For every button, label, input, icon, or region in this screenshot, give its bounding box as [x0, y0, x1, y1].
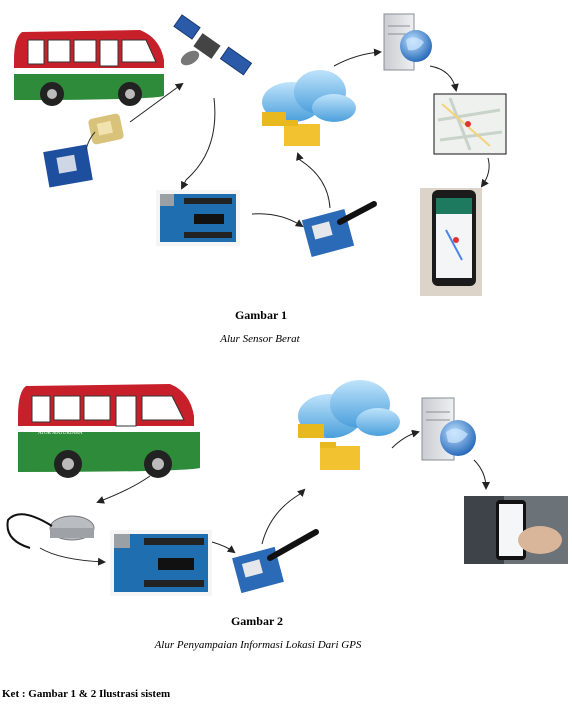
arduino-board-2	[110, 530, 212, 596]
bus-1: ATOR MATUKINHA	[14, 30, 164, 106]
server-icon-1	[383, 13, 432, 71]
smartphone-map-image	[420, 188, 482, 296]
server-icon-2	[421, 397, 476, 461]
figure-1-title: Gambar 1	[234, 308, 288, 322]
cloud-folder-icon-1	[262, 70, 356, 146]
figure-note: Ket : Gambar 1 & 2 Ilustrasi sistem	[2, 688, 171, 700]
figure-2-title: Gambar 2	[230, 614, 284, 628]
map-image	[433, 93, 507, 155]
bus-2: ATOR MATUKINHA	[18, 384, 200, 478]
gps-module-1	[43, 113, 124, 188]
cloud-folder-icon-2	[298, 380, 400, 470]
bus-1-label: ATOR MATUKINHA	[32, 69, 77, 74]
satellite-icon	[173, 14, 253, 76]
gsm-module-2	[232, 529, 319, 594]
flow-arrows-1	[129, 48, 490, 228]
smartphone-hand-image	[464, 496, 568, 564]
bus-2-label: ATOR MATUKINHA	[38, 431, 83, 436]
arduino-board-1	[156, 190, 240, 246]
figure-1-subtitle: Alur Sensor Berat	[220, 333, 300, 345]
load-cell-sensor	[6, 513, 95, 549]
gsm-module-1	[301, 201, 377, 258]
flow-arrows-2	[39, 429, 490, 566]
figure-2-subtitle: Alur Penyampaian Informasi Lokasi Dari G…	[154, 639, 362, 651]
